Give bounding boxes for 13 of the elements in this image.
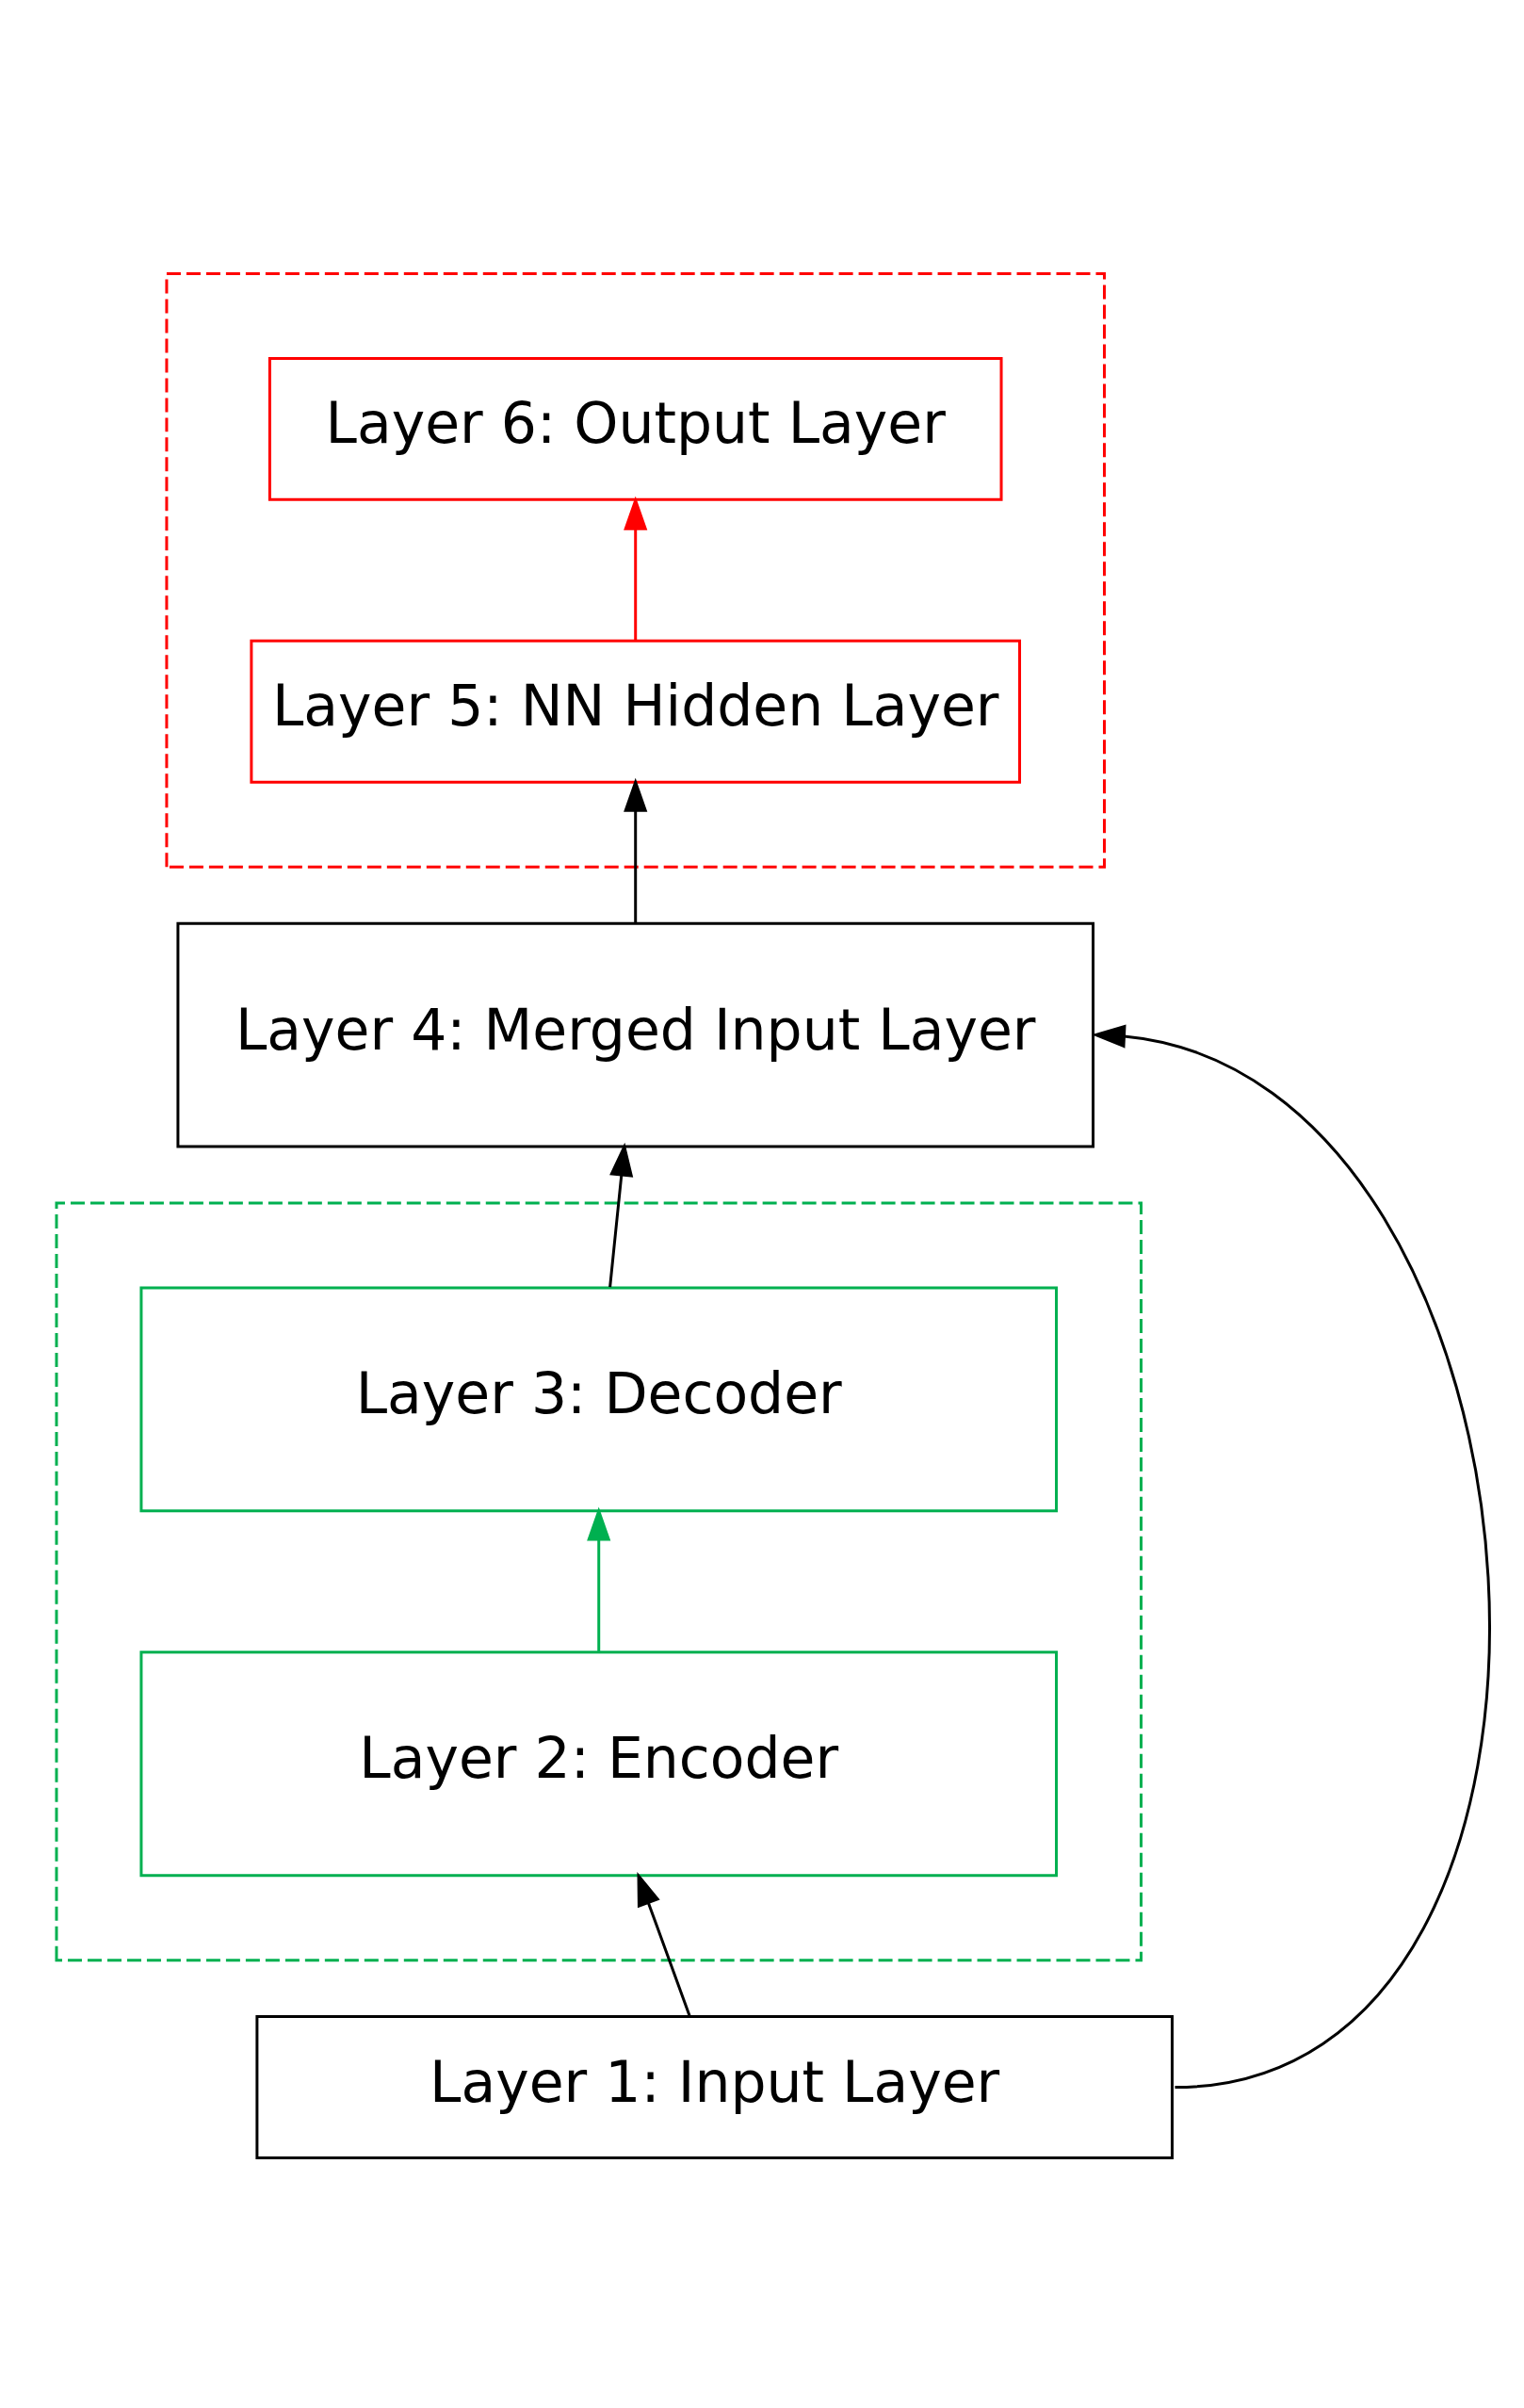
arrow xyxy=(624,777,648,922)
node-box: Layer 4: Merged Input Layer xyxy=(176,921,1094,1148)
node-box: Layer 1: Input Layer xyxy=(255,2014,1174,2159)
arrow xyxy=(608,1142,634,1287)
arrow xyxy=(624,496,648,641)
cluster xyxy=(165,271,1106,869)
node-box: Layer 5: NN Hidden Layer xyxy=(250,639,1021,784)
cluster xyxy=(55,1201,1143,1961)
node-box: Layer 3: Decoder xyxy=(139,1285,1058,1512)
arrow xyxy=(587,1506,611,1651)
arrow xyxy=(637,1871,691,2017)
node-box: Layer 6: Output Layer xyxy=(268,356,1003,501)
node-box: Layer 2: Encoder xyxy=(139,1650,1058,1877)
